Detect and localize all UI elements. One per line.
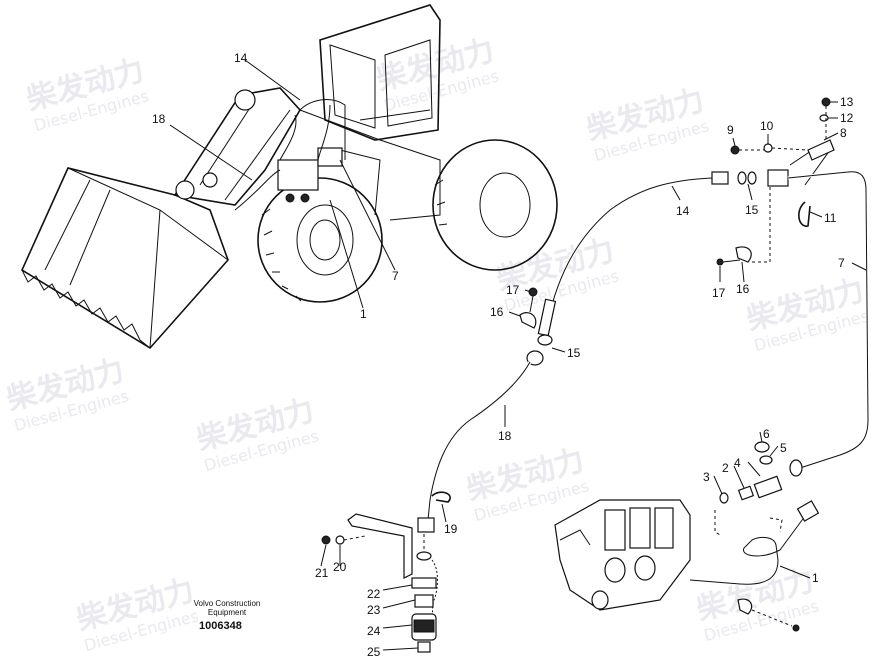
loader-valve-block: [277, 159, 319, 191]
callout-16: 16: [490, 305, 504, 319]
callout-5: 5: [780, 441, 787, 455]
loader-bucket: [20, 167, 229, 350]
caption-brand-line2: Equipment: [207, 608, 247, 617]
adapter-4: [753, 475, 783, 499]
clamp-16: [735, 246, 752, 263]
diagram-caption: Volvo Construction Equipment 1006348: [183, 599, 271, 632]
callout-22: 22: [367, 587, 381, 601]
callout-2: 2: [722, 461, 729, 475]
callout-15: 15: [567, 346, 581, 360]
callout-17: 17: [506, 283, 520, 297]
callout-20: 20: [333, 560, 347, 574]
pipe-18-assembly: [321, 361, 532, 653]
callout-7: 7: [392, 269, 399, 283]
union-fitting: [767, 169, 789, 187]
bucket-teeth: [21, 269, 151, 349]
callout-4: 4: [734, 456, 741, 470]
callout-8: 8: [840, 126, 847, 140]
callout-11: 11: [824, 211, 837, 225]
callout-17: 17: [712, 286, 726, 300]
wheel-loader-illustration: [20, 4, 558, 350]
callout-14: 14: [676, 204, 690, 218]
loader-cab: [319, 4, 441, 141]
callout-14: 14: [234, 51, 248, 65]
leader-lines: [169, 59, 867, 651]
callout-24: 24: [367, 624, 381, 638]
clip-11: [798, 201, 811, 227]
callout-1: 1: [812, 571, 819, 585]
callout-25: 25: [367, 645, 381, 659]
callout-18: 18: [498, 429, 512, 443]
callout-13: 13: [840, 95, 854, 109]
callout-23: 23: [367, 603, 381, 617]
caption-brand-line1: Volvo Construction: [193, 599, 261, 608]
upper-right-assembly: [519, 97, 870, 470]
clip-19: [431, 491, 451, 503]
callout-21: 21: [315, 566, 329, 580]
callout-18: 18: [152, 112, 166, 126]
quick-coupling: [411, 577, 437, 589]
callout-3: 3: [703, 470, 710, 484]
callout-1: 1: [360, 307, 367, 321]
front-tire: [257, 177, 383, 303]
callout-15: 15: [745, 203, 759, 217]
bracket-8: [807, 139, 835, 161]
callout-16: 16: [736, 282, 750, 296]
callout-10: 10: [760, 119, 774, 133]
valve-block-assembly: [554, 441, 820, 632]
callout-labels: 1 7 14 18 13 12 9 10 8 14 15 11 7 17 16 …: [152, 51, 854, 659]
document-id: 1006348: [199, 620, 242, 632]
callout-19: 19: [444, 522, 458, 536]
callout-6: 6: [763, 427, 770, 441]
bracket-plate: [347, 513, 413, 579]
rear-tire: [432, 139, 558, 271]
callout-7: 7: [838, 256, 845, 270]
callout-12: 12: [840, 111, 854, 125]
callout-9: 9: [727, 123, 734, 137]
